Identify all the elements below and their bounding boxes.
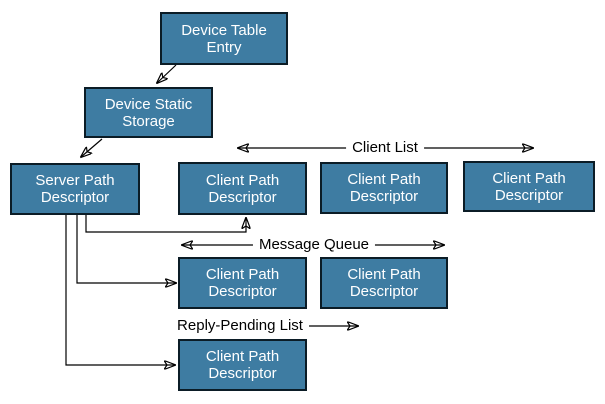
node-client-path-descriptor-6: Client Path Descriptor: [178, 339, 307, 391]
message-queue-label: Message Queue: [252, 237, 376, 253]
node-client-path-descriptor-1: Client Path Descriptor: [178, 162, 307, 215]
node-device-table-entry: Device Table Entry: [160, 12, 288, 65]
edge-device-table-to-static: [157, 64, 177, 83]
node-client-path-descriptor-2: Client Path Descriptor: [320, 162, 448, 214]
node-client-path-descriptor-5: Client Path Descriptor: [320, 257, 448, 309]
edge-server-to-client4: [76, 215, 176, 283]
node-client-path-descriptor-3: Client Path Descriptor: [463, 161, 595, 212]
edge-server-to-client6: [65, 215, 175, 365]
node-client-path-descriptor-4: Client Path Descriptor: [178, 257, 307, 309]
client-list-label: Client List: [346, 140, 424, 156]
reply-pending-list-label: Reply-Pending List: [171, 318, 309, 334]
node-device-static-storage: Device Static Storage: [84, 87, 213, 138]
edge-server-to-client1: [85, 215, 246, 233]
edge-static-to-server: [81, 138, 103, 157]
node-server-path-descriptor: Server Path Descriptor: [10, 163, 140, 215]
